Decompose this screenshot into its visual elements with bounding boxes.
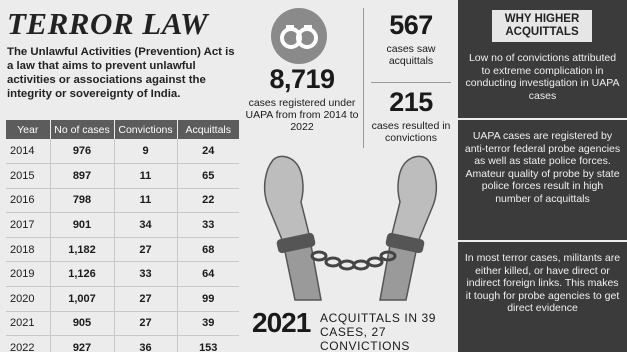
acquittal-caption: cases saw acquittals xyxy=(386,43,436,67)
cell-convictions: 27 xyxy=(114,311,178,337)
highlight-text: ACQUITTALS IN 39 CASES, 27 CONVICTIONS xyxy=(320,311,437,352)
page-title: TERROR LAW xyxy=(7,6,209,41)
cell-acquittals: 64 xyxy=(177,261,239,288)
cell-year: 2017 xyxy=(6,212,51,238)
sidebar-divider xyxy=(458,118,627,120)
cell-acquittals: 68 xyxy=(177,237,239,263)
why-sidebar: WHY HIGHER ACQUITTALS Low no of convicti… xyxy=(458,0,627,352)
cell-cases: 927 xyxy=(50,335,115,352)
cell-acquittals: 99 xyxy=(177,286,239,312)
sidebar-point: In most terror cases, militants are eith… xyxy=(464,252,621,315)
cell-cases: 1,182 xyxy=(50,237,115,263)
handcuffed-hands-illustration xyxy=(243,150,458,310)
registered-count: 8,719 xyxy=(269,64,335,94)
column-header-year: Year xyxy=(6,120,51,139)
highlight-year: 2021 xyxy=(252,307,311,338)
acquittal-count: 567 xyxy=(389,10,433,40)
cell-convictions: 27 xyxy=(114,286,178,312)
cell-acquittals: 24 xyxy=(177,139,239,165)
cell-year: 2018 xyxy=(6,237,51,263)
cell-year: 2019 xyxy=(6,261,51,288)
cell-cases: 976 xyxy=(50,139,115,165)
cell-year: 2022 xyxy=(6,335,51,352)
cell-cases: 901 xyxy=(50,212,115,238)
cell-cases: 798 xyxy=(50,188,115,214)
year-highlight: 2021 ACQUITTALS IN 39 CASES, 27 CONVICTI… xyxy=(252,307,458,352)
cell-cases: 1,007 xyxy=(50,286,115,312)
cell-convictions: 33 xyxy=(114,261,178,288)
sidebar-heading: WHY HIGHER ACQUITTALS xyxy=(492,10,592,42)
cell-year: 2016 xyxy=(6,188,51,214)
left-panel: TERROR LAW The Unlawful Activities (Prev… xyxy=(0,0,243,352)
sidebar-point: Low no of convictions attributed to extr… xyxy=(465,52,620,102)
cell-convictions: 11 xyxy=(114,188,178,214)
cell-convictions: 27 xyxy=(114,237,178,263)
cell-year: 2020 xyxy=(6,286,51,312)
sidebar-divider xyxy=(458,240,627,242)
vertical-divider xyxy=(363,8,364,148)
column-header-cases: No of cases xyxy=(50,120,115,139)
cell-cases: 1,126 xyxy=(50,261,115,288)
table-header-row: Year No of cases Convictions Acquittals xyxy=(6,120,239,139)
handcuffs-icon xyxy=(271,8,327,64)
cell-acquittals: 39 xyxy=(177,311,239,337)
cell-acquittals: 22 xyxy=(177,188,239,214)
cell-cases: 905 xyxy=(50,311,115,337)
cell-cases: 897 xyxy=(50,163,115,189)
conviction-count: 215 xyxy=(389,87,433,117)
cell-acquittals: 65 xyxy=(177,163,239,189)
cell-convictions: 11 xyxy=(114,163,178,189)
intro-text: The Unlawful Activities (Prevention) Act… xyxy=(7,46,235,100)
horizontal-divider xyxy=(371,82,451,83)
stats-panel: 8,719 cases registered under UAPA from f… xyxy=(243,0,458,352)
registered-caption: cases registered under UAPA from from 20… xyxy=(245,97,359,133)
cell-convictions: 34 xyxy=(114,212,178,238)
cell-acquittals: 33 xyxy=(177,212,239,238)
cell-acquittals: 153 xyxy=(177,335,239,352)
cell-convictions: 36 xyxy=(114,335,178,352)
cell-convictions: 9 xyxy=(114,139,178,165)
sidebar-point: UAPA cases are registered by anti-terror… xyxy=(464,130,621,205)
column-header-acquittals: Acquittals xyxy=(177,120,239,139)
column-header-convictions: Convictions xyxy=(114,120,178,139)
conviction-caption: cases resulted in convictions xyxy=(371,120,451,144)
cell-year: 2021 xyxy=(6,311,51,337)
cases-table: Year No of cases Convictions Acquittals … xyxy=(6,120,239,352)
cell-year: 2015 xyxy=(6,163,51,189)
cell-year: 2014 xyxy=(6,139,51,165)
